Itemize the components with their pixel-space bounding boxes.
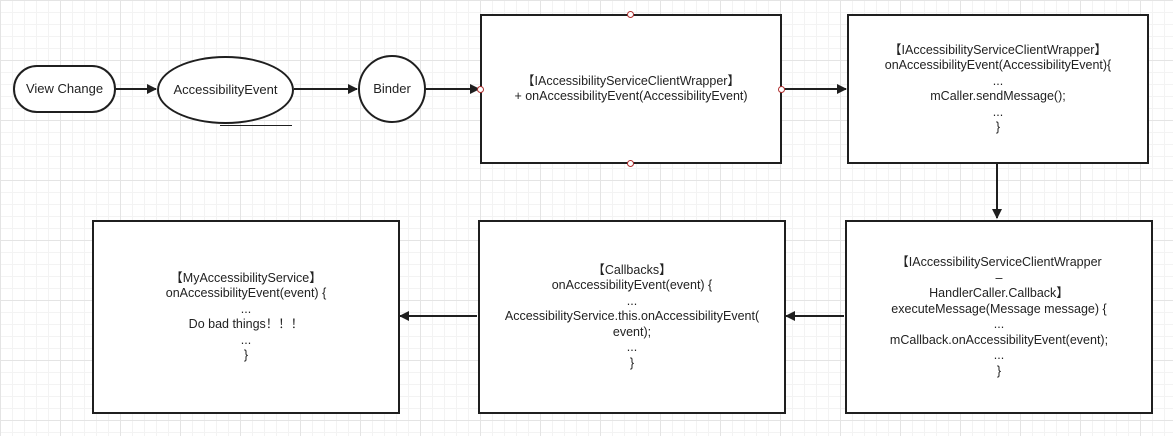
view-change-node[interactable]: View Change [13,65,116,113]
text-line: HandlerCaller.Callback】 [929,286,1069,300]
callbacks-text: 【Callbacks】 onAccessibilityEvent(event) … [505,263,759,372]
text-line: executeMessage(Message message) { [891,301,1107,316]
client-wrapper-impl-box[interactable]: 【IAccessibilityServiceClientWrapper】 onA… [847,14,1149,164]
binder-node[interactable]: Binder [358,55,426,123]
handler-caller-callback-box[interactable]: 【IAccessibilityServiceClientWrapper – Ha… [845,220,1153,414]
handler-caller-callback-text: 【IAccessibilityServiceClientWrapper – Ha… [890,255,1108,379]
client-wrapper-interface-box[interactable]: 【IAccessibilityServiceClientWrapper】 + o… [480,14,782,164]
connection-handle-bottom[interactable] [627,160,634,167]
text-line: } [996,363,1002,378]
text-line: 【MyAccessibilityService】 [170,270,322,285]
text-line: ... [992,104,1004,119]
text-line: 【Callbacks】 [592,262,672,277]
client-wrapper-impl-text: 【IAccessibilityServiceClientWrapper】 onA… [885,43,1111,136]
text-line: onAccessibilityEvent(event) { [551,278,713,293]
text-line: ... [992,73,1004,88]
binder-label: Binder [373,81,411,97]
text-line: mCaller.sendMessage(); [930,89,1066,103]
text-line: Do bad things！！！ [188,317,304,331]
view-change-label: View Change [25,81,104,97]
callbacks-box[interactable]: 【Callbacks】 onAccessibilityEvent(event) … [478,220,786,414]
text-line: ... [993,348,1005,362]
text-line: ... [240,301,252,316]
text-line: ... [240,332,252,347]
text-line: 【IAccessibilityServiceClientWrapper】 [522,73,740,88]
text-line: onAccessibilityEvent(AccessibilityEvent)… [884,58,1112,72]
text-line: } [995,120,1001,134]
text-line: mCallback.onAccessibilityEvent(event); [889,332,1109,347]
accessibility-event-underline [220,125,292,126]
my-accessibility-service-text: 【MyAccessibilityService】 onAccessibility… [166,271,327,364]
text-line: ... [626,293,638,308]
my-accessibility-service-box[interactable]: 【MyAccessibilityService】 onAccessibility… [92,220,400,414]
text-line: ... [993,317,1005,331]
text-line: AccessibilityService.this.onAccessibilit… [504,309,760,324]
text-line: } [629,355,635,370]
connection-handle-top[interactable] [627,11,634,18]
accessibility-event-label: AccessibilityEvent [173,82,278,98]
text-line: onAccessibilityEvent(event) { [165,286,327,300]
accessibility-event-node[interactable]: AccessibilityEvent [157,56,294,124]
text-line: 【IAccessibilityServiceClientWrapper [896,255,1102,269]
text-line: – [995,270,1003,285]
connection-handle-right[interactable] [778,86,785,93]
client-wrapper-interface-text: 【IAccessibilityServiceClientWrapper】 + o… [514,74,747,105]
text-line: event); [612,324,652,339]
text-line: 【IAccessibilityServiceClientWrapper】 [889,42,1107,57]
connection-handle-left[interactable] [477,86,484,93]
text-line: } [243,348,249,362]
text-line: + onAccessibilityEvent(AccessibilityEven… [514,89,748,103]
text-line: ... [626,340,638,355]
